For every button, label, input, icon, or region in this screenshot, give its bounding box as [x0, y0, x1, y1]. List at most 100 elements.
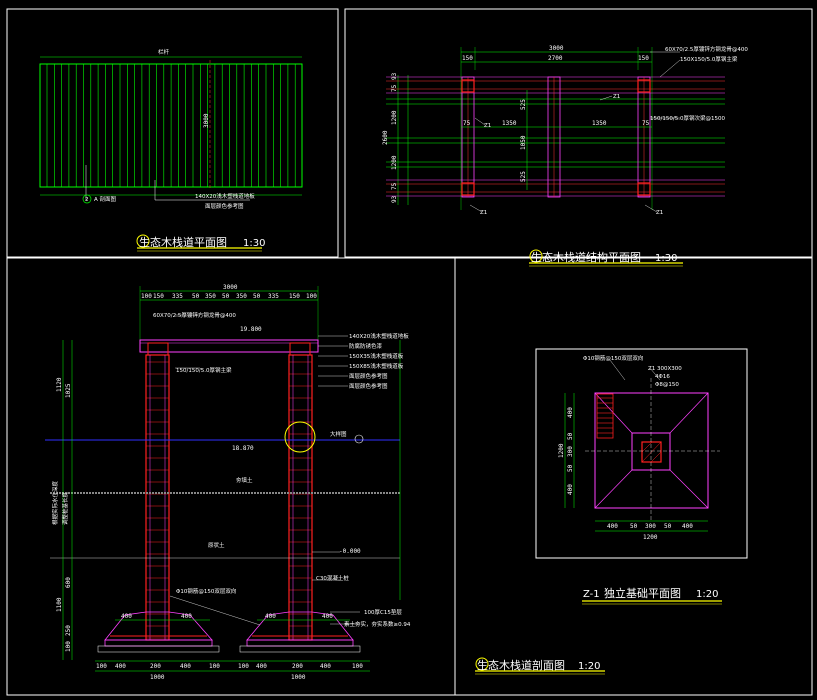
- section-dim-top-11: 100: [306, 293, 317, 300]
- panel-frame-foundation: [454, 257, 813, 696]
- structure-dim-top-right: 150: [638, 55, 649, 62]
- section-dim-left-6: 100: [65, 641, 72, 652]
- structure-dim-top-total: 3000: [549, 45, 564, 52]
- section-elev-top: 19.800: [240, 326, 262, 333]
- foundation-note-2: Z1 300X300: [648, 366, 682, 372]
- section-dim-bottom-4: 400: [180, 663, 191, 670]
- section-dim-top-7: 350: [236, 293, 247, 300]
- foundation-dim-bottom-2: 50: [630, 523, 638, 530]
- structure-dim-mid-1: 75: [463, 120, 471, 127]
- section-dim-bottom-10: 100: [352, 663, 363, 670]
- structure-scale: 1:30: [655, 253, 677, 264]
- foundation-dim-bottom-3: 300: [645, 523, 656, 530]
- foundation-note-3: 4Φ16: [655, 374, 670, 380]
- section-dim-400-1: 400: [121, 613, 132, 620]
- section-note-1: 140X20浅木塑栈道地板: [349, 332, 409, 340]
- plan-scale: 1:30: [243, 238, 265, 249]
- foundation-note-4: Φ8@150: [655, 382, 679, 388]
- section-dim-400-4: 400: [322, 613, 333, 620]
- foundation-dim-left-2: 50: [567, 432, 574, 440]
- structure-tag-z1-a: Z1: [484, 123, 491, 129]
- section-note-bottom-2: C30混凝土桩: [316, 574, 349, 582]
- foundation-note-1: Φ10钢筋@150双层双向: [583, 354, 643, 362]
- section-elev-water: 18.870: [232, 445, 254, 452]
- plan-drawing: [39, 56, 303, 204]
- section-dim-top-5: 350: [205, 293, 216, 300]
- section-label-backfill: 夯填土: [236, 476, 253, 484]
- foundation-dim-left-1: 400: [567, 407, 574, 418]
- foundation-title-marker: [582, 600, 722, 605]
- foundation-dim-left-4: 50: [567, 464, 574, 472]
- foundation-drawing: [564, 359, 720, 532]
- section-note-7: 60X70/2.5厚镀锌方钢龙骨@400: [153, 311, 236, 319]
- section-dim-top-6: 50: [222, 293, 230, 300]
- section-dim-400-3: 400: [265, 613, 276, 620]
- section-note-bottom-3: 100厚C15垫层: [364, 608, 402, 616]
- section-dim-bottom-2: 400: [115, 663, 126, 670]
- plan-title-marker: [136, 234, 262, 252]
- section-dim-bottom-6: 100: [238, 663, 249, 670]
- section-dim-left-4: 600: [65, 577, 72, 588]
- section-note-3: 150X35浅木塑栈道板: [349, 352, 404, 360]
- section-note-left-1: 根据实际水位深度: [51, 480, 59, 525]
- structure-note-3: 150/150/5.0厚钢次梁@1500: [650, 114, 725, 122]
- foundation-dim-total-v: 1200: [558, 443, 565, 458]
- structure-drawing: [386, 47, 725, 213]
- structure-dim-left-1: 93: [391, 72, 398, 80]
- section-dim-400-2: 400: [181, 613, 192, 620]
- section-dim-total-2: 1000: [291, 674, 306, 681]
- section-note-2: 防腐防锈色漆: [349, 342, 383, 350]
- foundation-title: 独立基础平面图: [604, 586, 681, 600]
- section-dim-top-2: 150: [153, 293, 164, 300]
- section-dim-top-8: 50: [253, 293, 261, 300]
- section-note-5: 面层颜色参考图: [349, 372, 388, 380]
- section-dim-bottom-5: 100: [209, 663, 220, 670]
- section-dim-bottom-9: 400: [320, 663, 331, 670]
- structure-dim-mid-4: 75: [642, 120, 650, 127]
- section-dim-top-9: 335: [268, 293, 279, 300]
- plan-callout-text: A 剖面图: [94, 195, 117, 203]
- foundation-dim-bottom-5: 400: [682, 523, 693, 530]
- panel-frame-section: [6, 257, 456, 696]
- section-scale: 1:20: [578, 661, 600, 672]
- section-dim-top-10: 150: [289, 293, 300, 300]
- section-dim-left-3: 1100: [56, 597, 63, 612]
- structure-tag-z1-c: Z1: [480, 210, 487, 216]
- plan-title: 生态木栈道平面图: [139, 235, 227, 249]
- structure-dim-left-2: 75: [391, 84, 398, 92]
- section-dim-top-1: 100: [141, 293, 152, 300]
- plan-note-1: 140X20浅木塑栈道地板: [195, 192, 255, 200]
- structure-tag-z1-d: Z1: [656, 210, 663, 216]
- structure-dim-mid-2: 1350: [502, 120, 517, 127]
- structure-dim-vertical-1: 525: [520, 99, 527, 110]
- section-dim-bottom-1: 100: [96, 663, 107, 670]
- section-dim-top-4: 50: [192, 293, 200, 300]
- section-dim-bottom-8: 200: [292, 663, 303, 670]
- plan-top-label: 栏杆: [158, 48, 170, 56]
- section-note-bottom-1: Φ10钢筋@150双层双向: [176, 587, 236, 595]
- section-label-large: 大样图: [330, 430, 347, 438]
- section-label-soil: 原状土: [208, 541, 225, 549]
- section-note-4: 150X85浅木塑栈道板: [349, 362, 404, 370]
- section-dim-total: 3000: [223, 284, 238, 291]
- section-note-bottom-4: 素土夯实，夯实系数≥0.94: [344, 620, 411, 628]
- foundation-callout: Z-1: [583, 589, 600, 600]
- section-title: 生态木栈道剖面图: [477, 658, 565, 672]
- section-dim-left-1: 1120: [56, 377, 63, 392]
- foundation-dim-total-h: 1200: [643, 534, 658, 541]
- structure-dim-top-left: 150: [462, 55, 473, 62]
- plan-note-2: 面层颜色参考图: [205, 202, 244, 210]
- plan-callout-number: 2: [85, 197, 89, 203]
- foundation-dim-left-5: 400: [567, 484, 574, 495]
- structure-title-marker: [529, 249, 683, 267]
- section-note-8: 150/150/5.0厚钢主梁: [176, 366, 232, 374]
- section-elev-ground: -0.000: [339, 548, 361, 555]
- structure-dim-left-5: 1200: [391, 155, 398, 170]
- structure-dim-vertical-2: 1050: [520, 135, 527, 150]
- panel-frame-plan: [6, 8, 339, 258]
- panel-frame-structure: [344, 8, 813, 258]
- section-note-6: 面层颜色参考图: [349, 382, 388, 390]
- section-drawing: [45, 286, 401, 672]
- section-dim-top-3: 335: [172, 293, 183, 300]
